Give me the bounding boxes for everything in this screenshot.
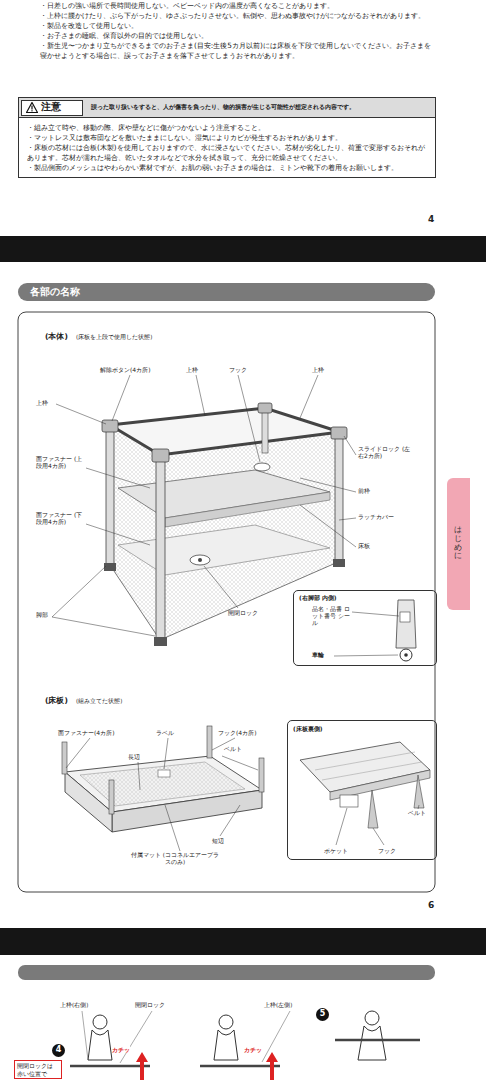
inset-box: (床板裏側) ベルトポケット フック [287,720,437,860]
part-label: 面ファスナー (上段用4カ所) [36,455,88,469]
part-label: フック(4カ所) [218,729,257,736]
part-label: 短辺 [212,837,224,844]
warning-note: ・新生児〜つかまり立ちができるまでのお子さま(目安:生後5カ月以前)には床板を下… [40,41,434,60]
part-label: フック [229,366,247,373]
warning-note: ・上枠に腰かけたり、ぶら下がったり、ゆさぶったりさせない。転倒や、思わぬ事故やけ… [40,11,434,21]
part-label: スライドロック (左右2カ所) [358,445,414,459]
page-number: 4 [428,214,434,225]
step-digit: 4 [52,1045,65,1055]
part-label: ポケット [324,847,348,854]
warning-note: ・製品を改造して使用しない。 [40,21,434,31]
caution-item: ・床板の芯材には合板(木製)を使用しておりますので、水に浸さないでください。芯材… [27,143,427,162]
section-note: (床板を上段で使用した状態) [76,334,152,341]
caution-item: ・製品側面のメッシュはやわらかい素材ですが、お肌の弱いお子さまの場合は、ミトンや… [27,163,427,173]
inset-box: (右脚部 内側) 品名・品番 ロット番号 シール車輪 [293,590,437,666]
page-number: 6 [428,900,434,911]
caution-cell: 注意 [21,100,83,116]
part-label: 付属マット (ココネルエアープラスのみ) [130,852,220,865]
warning-icon [26,102,38,113]
sound-mark: カチッ [244,1046,262,1053]
part-label: 脚部 [36,611,48,618]
caution-summary: 誤った取り扱いをすると、人が傷害を負ったり、物的損害が生じる可能性が想定される内… [91,103,355,111]
section-label: (本体) [45,332,68,341]
part-label: 上枠(右側) [60,1002,88,1009]
part-label: フック [378,847,396,854]
section-title: 各部の名称 [30,286,80,297]
step-number: 4 [52,1044,65,1057]
section-label: (床板) [45,696,68,705]
part-label: 上枠 [312,366,324,373]
part-label: 面ファスナー (下段用4カ所) [36,511,88,525]
section-note: (組み立てた状態) [76,698,122,705]
caution-item: ・組み立て時や、移動の際、床や壁などに傷がつかないよう注意すること。 [27,123,427,133]
step-number: 5 [316,1008,329,1021]
part-label: ベルト [224,745,242,752]
warning-note: ・日差しの強い場所で長時間使用しない。ベビーベッド内の温度が高くなることがありま… [40,1,434,11]
caution-header: 注意 誤った取り扱いをすると、人が傷害を負ったり、物的損害が生じる可能性が想定され… [19,98,435,118]
caution-item: ・マットレス又は敷布団などを敷いたままにしない。湿気によりカビが発生するおそれが… [27,133,427,143]
part-label: 開閉ロック [135,1002,165,1009]
section-header: 各部の名称 [18,283,435,301]
part-label: 品名・品番 ロット番号 シール [312,605,354,627]
part-label: 上枠 [186,366,198,373]
inset-title: (右脚部 内側) [299,594,337,601]
part-label: 車輪 [312,651,324,658]
caution-heading: 注意 [41,101,61,113]
part-label: 床板 [358,542,370,549]
side-tab: はじめに [447,478,470,610]
inset-title: (床板裏側) [293,725,322,732]
part-label: 長辺 [128,753,140,760]
caution-box: 注意 誤った取り扱いをすると、人が傷害を負ったり、物的損害が生じる可能性が想定され… [18,97,436,178]
part-label: ラッチカバー [358,513,394,520]
part-label: 解除ボタン(4カ所) [100,366,151,373]
part-label: ベルト [408,809,426,816]
note-text: 開閉ロックは 赤い位置で [17,1062,59,1077]
part-label: 上枠 [36,399,48,406]
part-label: 上枠(左側) [264,1002,292,1009]
part-label: 開閉ロック [228,609,258,616]
part-label: 面ファスナー(4カ所) [58,729,115,736]
step-digit: 5 [316,1009,329,1019]
warning-note: ・お子さまの睡眠、保育以外の目的では使用しない。 [40,31,434,41]
part-label: ラベル [156,729,174,736]
part-label: 前枠 [358,487,370,494]
sound-mark: カチッ [112,1046,130,1053]
tab-label: はじめに [454,526,462,561]
note-box: 開閉ロックは 赤い位置で [14,1060,62,1079]
